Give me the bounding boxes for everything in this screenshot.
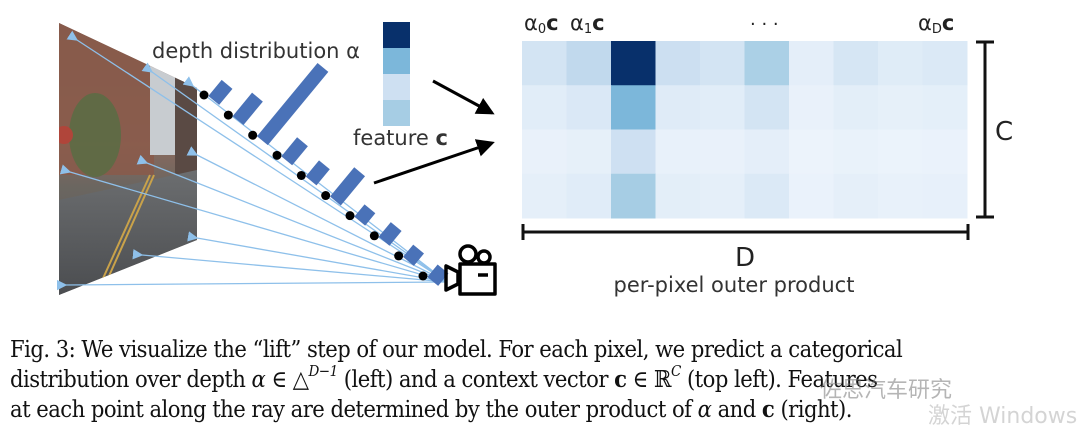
camera-ray (186, 146, 448, 283)
depth-bin-bar (305, 160, 330, 186)
heatmap-cell (611, 173, 656, 219)
depth-sample-point (418, 271, 428, 281)
heatmap-cell (655, 173, 701, 219)
c-dimension-bracket (976, 40, 994, 219)
depth-bin-bar (281, 137, 308, 166)
heatmap-cell (611, 85, 656, 130)
camera-ray (187, 231, 448, 283)
arrow-feature-to-grid (432, 79, 495, 115)
depth-sample-point (369, 231, 379, 241)
heatmap-cell (922, 129, 968, 175)
caption-line-2: distribution over depth α ∈ △D−1 (left) … (10, 362, 878, 394)
camera-ray (136, 154, 448, 283)
camera-ray (56, 279, 448, 291)
figure-caption: Fig. 3: We visualize the “lift” step of … (10, 334, 973, 424)
heatmap-cell (566, 173, 612, 219)
heatmap-cell (833, 85, 879, 130)
feature-label: feature c (353, 126, 448, 150)
heatmap-cell (789, 85, 834, 130)
col-label-alpha1: α1c (570, 11, 605, 37)
heatmap-cell (522, 41, 567, 86)
heatmap-cell (922, 41, 968, 86)
depth-bin-bar (257, 63, 329, 146)
outer-product-heatmap (522, 41, 968, 219)
depth-bin-bar (232, 92, 263, 126)
depth-distribution-bars (199, 63, 449, 286)
heatmap-cell (789, 173, 834, 219)
c-dimension-label: C (995, 117, 1013, 147)
depth-sample-point (199, 90, 209, 100)
heatmap-cell (700, 85, 745, 130)
camera-ray (132, 249, 448, 283)
heatmap-cell (700, 41, 745, 86)
feature-vector-cell (383, 100, 410, 126)
heatmap-cell (522, 173, 567, 219)
depth-bin-bar (427, 264, 449, 286)
heatmap-cell (655, 41, 701, 86)
video-camera-icon (444, 244, 497, 296)
arrow-depth-to-grid (373, 139, 495, 185)
col-label-alpha0: α0c (524, 11, 559, 37)
heatmap-cell (744, 129, 790, 175)
feature-vector-cell (383, 48, 410, 74)
depth-distribution-label: depth distribution α (152, 39, 360, 63)
heatmap-column-labels: α0c α1c · · · αDc (524, 11, 954, 37)
d-dimension-label: D (735, 243, 755, 273)
depth-bin-bar (330, 167, 366, 206)
heatmap-cell (611, 129, 656, 175)
feature-vector-cell (383, 22, 410, 48)
depth-bin-bar (403, 244, 425, 266)
heatmap-cell (789, 41, 834, 86)
heatmap-cell (922, 85, 968, 130)
depth-sample-point (248, 130, 258, 140)
heatmap-cell (833, 173, 879, 219)
camera-ray (182, 76, 448, 283)
heatmap-cell (878, 85, 923, 130)
depth-sample-point (345, 211, 355, 221)
heatmap-cell (522, 129, 567, 175)
depth-bin-bar (354, 204, 376, 226)
heatmap-cell (566, 85, 612, 130)
depth-sample-point (296, 170, 306, 180)
caption-line-3: at each point along the ray are determin… (10, 395, 852, 423)
col-label-ellipsis: · · · (750, 14, 779, 35)
heatmap-cell (878, 129, 923, 175)
feature-vector-c (383, 22, 410, 126)
depth-sample-point (272, 150, 282, 160)
heatmap-cell (700, 173, 745, 219)
lift-diagram: depth distribution α feature c α0c α1c ·… (56, 11, 1013, 297)
depth-bin-bar (208, 79, 233, 105)
heatmap-cell (566, 41, 612, 86)
heatmap-cell (566, 129, 612, 175)
heatmap-cell (878, 173, 923, 219)
depth-sample-point (321, 191, 331, 201)
heatmap-cell (878, 41, 923, 86)
heatmap-cell (611, 41, 656, 86)
heatmap-cell (922, 173, 968, 219)
col-label-alphaD: αDc (918, 11, 954, 37)
heatmap-cell (522, 85, 567, 130)
outer-product-subtitle: per-pixel outer product (614, 273, 855, 297)
heatmap-cell (789, 129, 834, 175)
depth-sample-point (223, 110, 233, 120)
heatmap-cell (655, 129, 701, 175)
d-dimension-bracket (521, 224, 970, 240)
heatmap-cell (655, 85, 701, 130)
heatmap-cell (700, 129, 745, 175)
camera-image (59, 23, 197, 295)
caption-line-1: Fig. 3: We visualize the “lift” step of … (10, 335, 903, 363)
heatmap-cell (744, 41, 790, 86)
depth-sample-point (394, 251, 404, 261)
heatmap-cell (744, 85, 790, 130)
camera-ray (59, 164, 448, 283)
heatmap-cell (833, 129, 879, 175)
activate-windows-watermark: 激活 Windows (928, 404, 1078, 429)
depth-bin-bar (378, 222, 402, 246)
feature-vector-cell (383, 74, 410, 100)
heatmap-cell (833, 41, 879, 86)
wechat-watermark: 佐思汽车研究 (820, 378, 953, 403)
heatmap-cell (744, 173, 790, 219)
